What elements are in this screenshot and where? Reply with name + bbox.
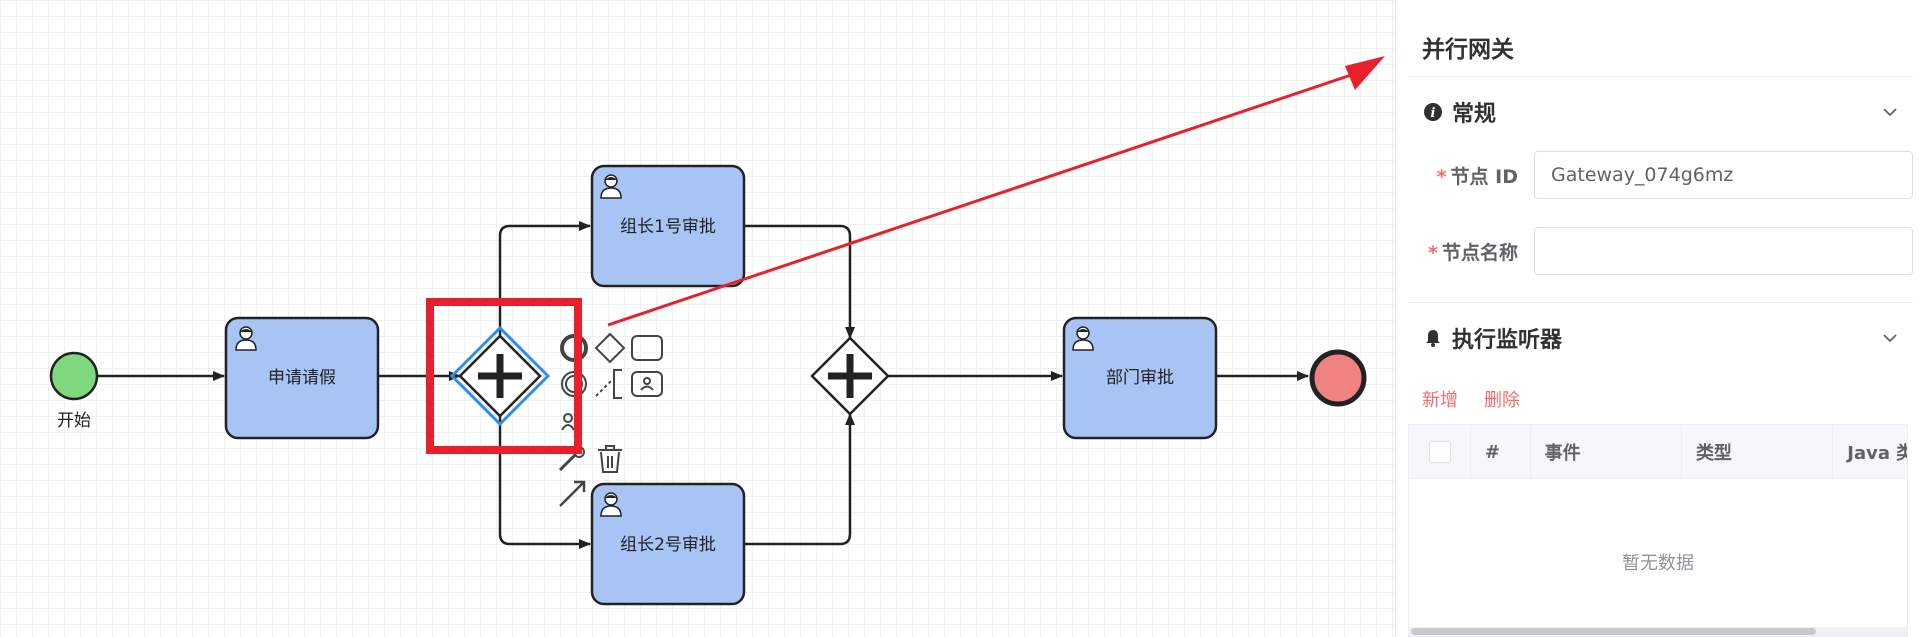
column-header-type: 类型: [1682, 425, 1834, 479]
bpmn-canvas[interactable]: 开始 申请请假 组长1号审批 组长2号审批 部门审批: [0, 0, 1395, 637]
divider: [1408, 76, 1913, 77]
info-icon: i: [1422, 101, 1444, 123]
start-event-label: 开始: [57, 411, 91, 431]
parallel-gateway-join[interactable]: [810, 336, 890, 416]
append-gateway-icon[interactable]: [594, 332, 626, 364]
connect-arrow-icon[interactable]: [559, 480, 586, 507]
flow-gateway-to-leader1[interactable]: [498, 221, 591, 336]
flow-leader2-to-join[interactable]: [744, 413, 855, 546]
node-id-label: *节点 ID: [1436, 165, 1518, 188]
svg-text:i: i: [1431, 106, 1436, 121]
chevron-down-icon[interactable]: [1881, 329, 1899, 347]
task-apply-leave[interactable]: 申请请假: [224, 316, 380, 440]
empty-text: 暂无数据: [1622, 553, 1694, 574]
general-section-title: 常规: [1452, 102, 1497, 127]
bell-icon: [1422, 327, 1444, 349]
scrollbar-thumb[interactable]: [1411, 628, 1816, 635]
sequence-flows[interactable]: [98, 221, 1309, 549]
start-event[interactable]: [49, 351, 99, 401]
annotation-arrow: [607, 56, 1385, 327]
connect-annotation-icon[interactable]: [595, 369, 622, 399]
select-all-cell: [1409, 425, 1471, 479]
node-name-label: *节点名称: [1428, 241, 1518, 264]
delete-listener-button[interactable]: 删除: [1484, 390, 1520, 411]
listener-section-title: 执行监听器: [1452, 328, 1563, 353]
plus-icon: [478, 354, 522, 398]
node-name-input[interactable]: [1534, 227, 1913, 275]
task-leader2-label: 组长2号审批: [620, 535, 716, 555]
divider: [1408, 302, 1913, 303]
task-dept-label: 部门审批: [1106, 368, 1174, 388]
parallel-gateway-fork[interactable]: [449, 325, 551, 427]
chevron-down-icon[interactable]: [1881, 103, 1899, 121]
listener-section-header[interactable]: 执行监听器: [1422, 322, 1899, 354]
node-id-input[interactable]: [1534, 151, 1913, 199]
add-listener-button[interactable]: 新增: [1422, 390, 1458, 411]
task-dept-approve[interactable]: 部门审批: [1062, 316, 1218, 440]
select-all-checkbox[interactable]: [1429, 441, 1451, 463]
task-apply-leave-label: 申请请假: [268, 368, 336, 388]
task-leader1-approve[interactable]: 组长1号审批: [590, 164, 746, 288]
plus-icon: [828, 354, 872, 398]
panel-title: 并行网关: [1422, 37, 1514, 63]
general-section-header[interactable]: i 常规: [1422, 96, 1899, 128]
flow-leader1-to-join[interactable]: [744, 224, 855, 339]
properties-panel: 并行网关 i 常规 *节点 ID *节点名称 执行监听器 新增 删除: [1395, 0, 1925, 637]
table-header: # 事件 类型 Java 类: [1409, 425, 1907, 479]
delete-trash-icon[interactable]: [598, 445, 622, 473]
task-leader1-label: 组长1号审批: [620, 217, 716, 237]
column-header-event: 事件: [1531, 425, 1682, 479]
column-header-index: #: [1471, 425, 1531, 479]
user-small-icon: [561, 413, 575, 431]
task-leader2-approve[interactable]: 组长2号审批: [590, 482, 746, 606]
append-task-icon[interactable]: [631, 335, 663, 361]
end-event[interactable]: [1309, 349, 1367, 407]
node-name-row: *节点名称: [1408, 227, 1913, 275]
table-body: 暂无数据: [1409, 479, 1907, 629]
highlight-box: [426, 298, 582, 454]
column-header-java-class: Java 类: [1847, 443, 1907, 464]
append-user-task-icon[interactable]: [631, 371, 663, 397]
horizontal-scrollbar[interactable]: [1409, 627, 1907, 636]
listener-table: # 事件 类型 Java 类 暂无数据: [1408, 424, 1908, 637]
flow-gateway-to-leader2[interactable]: [498, 416, 591, 549]
node-id-row: *节点 ID: [1408, 151, 1913, 199]
